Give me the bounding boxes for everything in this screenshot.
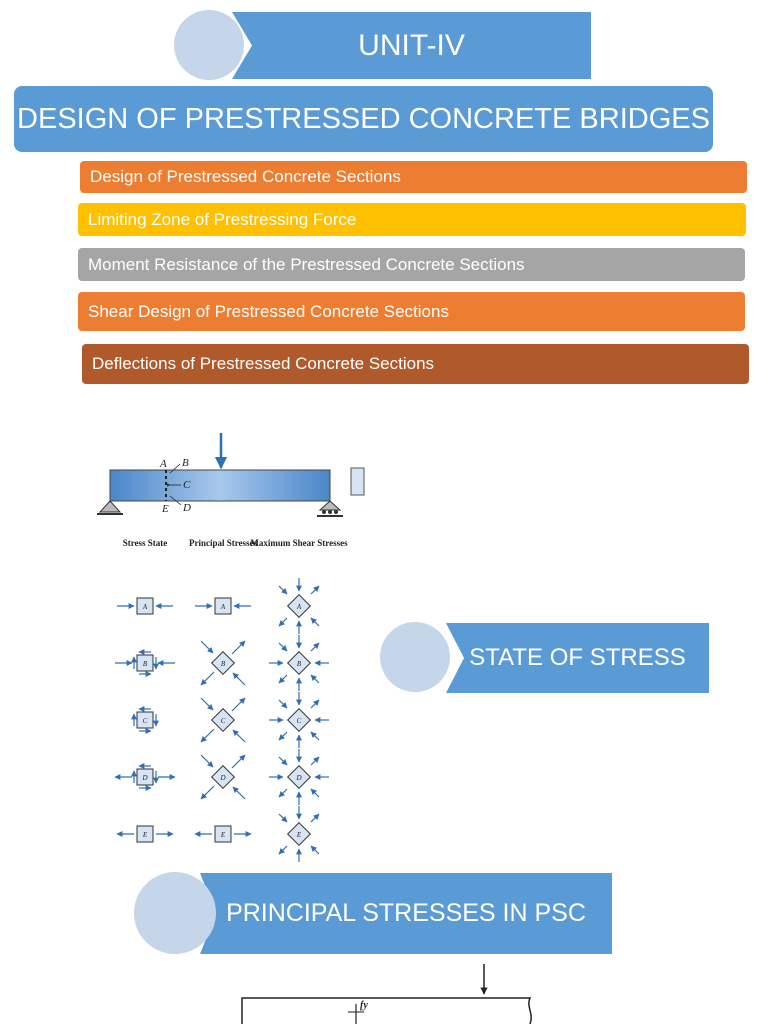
state-of-stress-title: STATE OF STRESS <box>469 644 686 671</box>
stress-element-label: A <box>220 603 226 611</box>
stress-element-label: E <box>220 831 226 839</box>
stress-state-diagram: A B C D E Stress State Principal Stresse… <box>97 433 365 862</box>
stress-element-label: B <box>221 660 226 668</box>
left-support <box>97 500 123 515</box>
stress-element-a-1 <box>136 597 154 615</box>
fy-label: fy <box>360 1000 368 1011</box>
main-title-banner: DESIGN OF PRESTRESSED CONCRETE BRIDGES <box>14 86 713 152</box>
state-of-stress-banner: STATE OF STRESS <box>446 623 709 693</box>
stress-element-label: E <box>296 831 302 839</box>
topic-bar-3: Moment Resistance of the Prestressed Con… <box>78 248 745 281</box>
topic-bar-1: Design of Prestressed Concrete Sections <box>80 161 747 193</box>
psc-section-diagram: fy <box>241 964 532 1025</box>
state-of-stress-circle <box>380 622 450 692</box>
point-label-d: D <box>182 502 191 514</box>
principal-stresses-banner: PRINCIPAL STRESSES IN PSC <box>200 873 612 954</box>
unit-banner: UNIT-IV <box>232 12 591 79</box>
stress-state-figure: A B C D E Stress State Principal Stresse… <box>95 428 375 868</box>
stress-element-c-2 <box>210 707 236 733</box>
stress-element-label: D <box>219 774 225 782</box>
topic-bar-5: Deflections of Prestressed Concrete Sect… <box>82 344 749 384</box>
stress-element-b-2 <box>210 650 236 676</box>
topic-label-1: Design of Prestressed Concrete Sections <box>90 167 401 186</box>
unit-title: UNIT-IV <box>358 28 465 62</box>
topic-label-2: Limiting Zone of Prestressing Force <box>88 209 357 229</box>
section-element <box>350 467 365 496</box>
column-header-max-shear: Maximum Shear Stresses <box>250 538 348 548</box>
stress-element-c-3 <box>286 707 312 733</box>
topic-bar-4: Shear Design of Prestressed Concrete Sec… <box>78 292 745 331</box>
stress-element-d-1 <box>136 768 154 786</box>
stress-element-label: C <box>143 717 148 725</box>
stress-element-a-3 <box>286 593 312 619</box>
topic-bar-2: Limiting Zone of Prestressing Force <box>78 203 746 236</box>
beam <box>109 469 331 502</box>
stress-element-label: B <box>297 660 302 668</box>
stress-element-e-3 <box>286 821 312 847</box>
stress-element-label: A <box>296 603 302 611</box>
point-label-a: A <box>159 458 167 470</box>
stress-element-b-3 <box>286 650 312 676</box>
stress-element-e-1 <box>136 825 154 843</box>
stress-element-e-2 <box>214 825 232 843</box>
main-title: DESIGN OF PRESTRESSED CONCRETE BRIDGES <box>17 102 710 135</box>
stress-element-b-1 <box>136 654 154 672</box>
stress-element-label: B <box>143 660 148 668</box>
stress-element-label: C <box>297 717 302 725</box>
stress-element-label: D <box>295 774 301 782</box>
principal-stresses-title: PRINCIPAL STRESSES IN PSC <box>226 899 586 927</box>
stress-element-label: C <box>221 717 226 725</box>
stress-element-label: D <box>141 774 147 782</box>
stress-element-c-1 <box>136 711 154 729</box>
principal-stresses-circle <box>134 872 216 954</box>
point-label-b: B <box>182 457 189 469</box>
stress-element-d-3 <box>286 764 312 790</box>
point-label-e: E <box>161 503 169 515</box>
stress-element-d-2 <box>210 764 236 790</box>
column-header-stress-state: Stress State <box>123 538 168 548</box>
right-support <box>317 500 343 517</box>
stress-element-label: A <box>142 603 148 611</box>
psc-section-figure: fy <box>230 960 550 1025</box>
stress-element-label: E <box>142 831 148 839</box>
topic-label-3: Moment Resistance of the Prestressed Con… <box>88 254 525 274</box>
point-label-c: C <box>183 479 191 491</box>
topic-label-4: Shear Design of Prestressed Concrete Sec… <box>88 301 449 321</box>
stress-element-grid: A A A B B B C C C D D D E E E <box>114 578 329 862</box>
stress-element-a-2 <box>214 597 232 615</box>
column-header-principal: Principal Stresses <box>189 538 258 548</box>
unit-banner-circle <box>174 10 244 80</box>
topic-label-5: Deflections of Prestressed Concrete Sect… <box>92 354 435 373</box>
